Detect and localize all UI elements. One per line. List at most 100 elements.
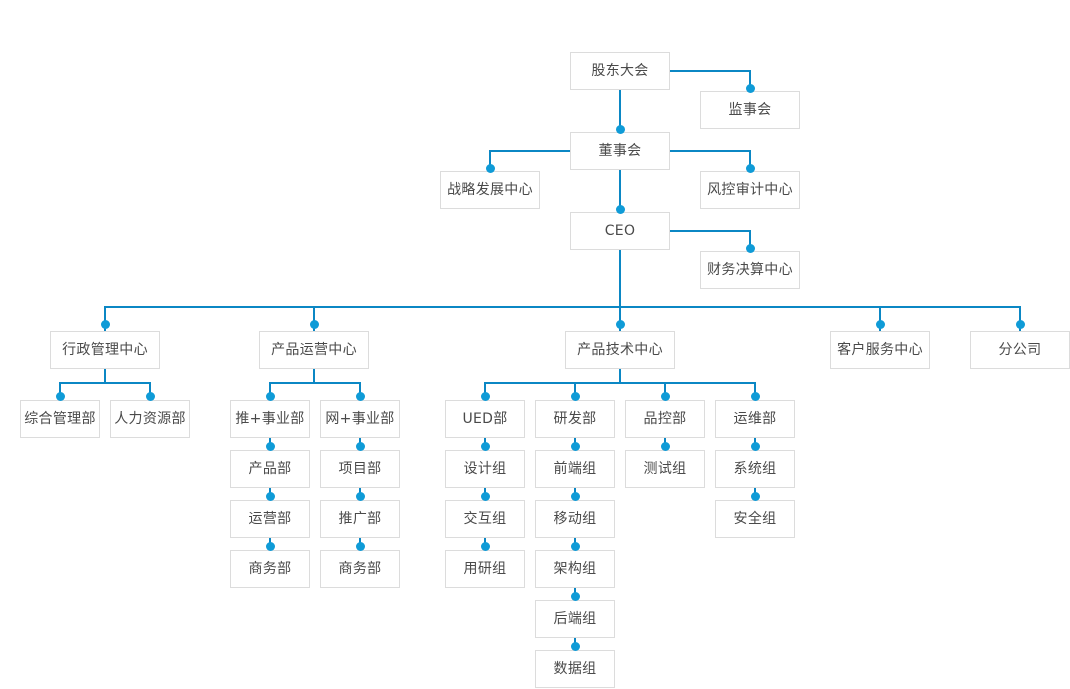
node-ops-tui-operation[interactable]: 运营部 [230,500,310,538]
node-ops-wang-project[interactable]: 项目部 [320,450,400,488]
dot-ops-tui-business [266,542,275,551]
node-tech-ued-research[interactable]: 用研组 [445,550,525,588]
connector-shareholders-board [619,90,621,132]
node-shareholders[interactable]: 股东大会 [570,52,670,90]
connector-bus-product-ops [313,306,315,332]
node-tech-rd-mobile[interactable]: 移动组 [535,500,615,538]
dot-tech-rd-data [571,642,580,651]
dot-tech-ued-interaction [481,492,490,501]
dot-ops-tui-operation [266,492,275,501]
dot-tech-qa-test [661,442,670,451]
node-ops-tui-product[interactable]: 产品部 [230,450,310,488]
connector-shareholders-supervisory-h [670,70,751,72]
node-ops-wang-promo[interactable]: 推广部 [320,500,400,538]
dot-ops-wang [356,392,365,401]
node-strategy[interactable]: 战略发展中心 [440,171,540,209]
connector-ceo-finance-h [670,230,751,232]
dot-ops-wang-business [356,542,365,551]
dot-tech-ued [481,392,490,401]
node-tech-rd-backend[interactable]: 后端组 [535,600,615,638]
connector-product-tech-stem [619,369,621,382]
dot-strategy [486,164,495,173]
connector-bus-admin [104,306,106,332]
dot-tech-rd-mobile [571,492,580,501]
node-tech-rd-frontend[interactable]: 前端组 [535,450,615,488]
connector-board-ceo [619,170,621,212]
dot-admin-general [56,392,65,401]
dot-finance [746,244,755,253]
node-finance[interactable]: 财务决算中心 [700,251,800,289]
node-admin-center[interactable]: 行政管理中心 [50,331,160,369]
node-tech-qa-test[interactable]: 测试组 [625,450,705,488]
node-product-ops-center[interactable]: 产品运营中心 [259,331,369,369]
dot-tech-rd-frontend [571,442,580,451]
dot-tech-rd [571,392,580,401]
connector-product-tech-bar [484,382,755,384]
connector-board-strategy-h [489,150,570,152]
dot-tech-ops-security [751,492,760,501]
dot-ops-tui [266,392,275,401]
dot-tech-ops-system [751,442,760,451]
connector-admin-bar [59,382,151,384]
node-tech-qa[interactable]: 品控部 [625,400,705,438]
dot-ops-wang-project [356,442,365,451]
dot-risk-audit [746,164,755,173]
connector-ceo-finance-v [749,230,751,252]
node-tech-ued-design[interactable]: 设计组 [445,450,525,488]
dot-ops-wang-promo [356,492,365,501]
node-ops-wang-business[interactable]: 商务部 [320,550,400,588]
node-admin-general[interactable]: 综合管理部 [20,400,100,438]
connector-board-risk-v [749,150,751,172]
dot-supervisory [746,84,755,93]
connector-board-strategy-v [489,150,491,172]
connector-admin-general-drop [59,382,61,396]
connector-bus-branch [1019,306,1021,332]
node-product-tech-center[interactable]: 产品技术中心 [565,331,675,369]
dot-tech-ued-research [481,542,490,551]
node-tech-ops-system[interactable]: 系统组 [715,450,795,488]
connector-admin-hr-drop [149,382,151,396]
connector-ops-wang-drop [359,382,361,396]
dot-board [616,125,625,134]
connector-tech-rd-drop [574,382,576,396]
connector-shareholders-supervisory-v [749,70,751,92]
dot-tech-ued-design [481,442,490,451]
dot-tech-rd-architecture [571,542,580,551]
node-risk-audit[interactable]: 风控审计中心 [700,171,800,209]
node-ops-tui[interactable]: 推+事业部 [230,400,310,438]
node-branch-company[interactable]: 分公司 [970,331,1070,369]
node-supervisory[interactable]: 监事会 [700,91,800,129]
node-admin-hr[interactable]: 人力资源部 [110,400,190,438]
connector-bus-customer-service [879,306,881,332]
dot-ceo [616,205,625,214]
node-tech-rd-architecture[interactable]: 架构组 [535,550,615,588]
node-tech-rd[interactable]: 研发部 [535,400,615,438]
node-tech-ops[interactable]: 运维部 [715,400,795,438]
node-tech-rd-data[interactable]: 数据组 [535,650,615,688]
node-tech-ops-security[interactable]: 安全组 [715,500,795,538]
dot-tech-ops [751,392,760,401]
connector-board-risk-h [670,150,751,152]
connector-tech-ued-drop [484,382,486,396]
dot-tech-rd-backend [571,592,580,601]
connector-ceo-bus [619,250,621,308]
dot-tech-qa [661,392,670,401]
node-tech-ued-interaction[interactable]: 交互组 [445,500,525,538]
node-board[interactable]: 董事会 [570,132,670,170]
connector-bus-product-tech [619,306,621,332]
connector-admin-stem [104,369,106,382]
node-ops-tui-business[interactable]: 商务部 [230,550,310,588]
node-customer-service-center[interactable]: 客户服务中心 [830,331,930,369]
node-ceo[interactable]: CEO [570,212,670,250]
dot-product-tech-center [616,320,625,329]
connector-product-ops-bar [269,382,360,384]
connector-main-bus [104,306,1021,308]
dot-product-ops-center [310,320,319,329]
connector-product-ops-stem [313,369,315,382]
dot-branch-company [1016,320,1025,329]
connector-tech-ops-drop [754,382,756,396]
dot-customer-service-center [876,320,885,329]
node-tech-ued[interactable]: UED部 [445,400,525,438]
connector-ops-tui-drop [269,382,271,396]
node-ops-wang[interactable]: 网+事业部 [320,400,400,438]
